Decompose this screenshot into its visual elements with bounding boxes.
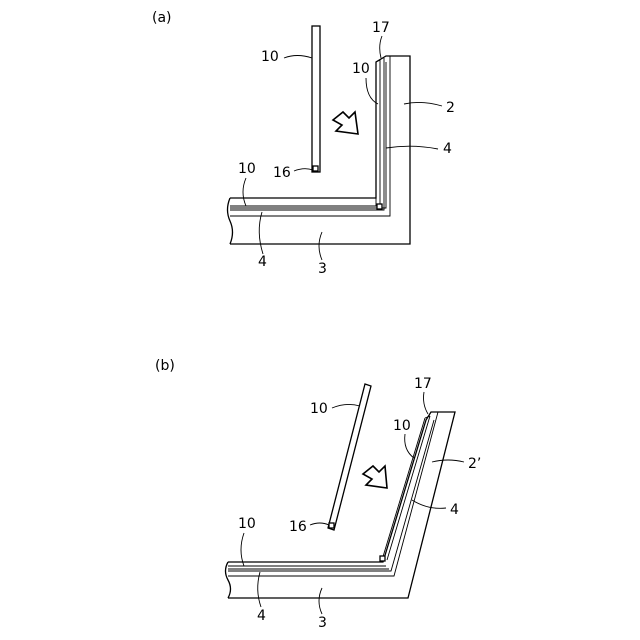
panel-b: (b) 10 17 10 2’ 4 16 10 4 [155, 358, 481, 631]
strip-b-horizontal [228, 566, 389, 569]
label-b-strip-mounted-v: 10 [393, 418, 411, 434]
leader-a-strip-mounted-h [243, 178, 246, 206]
label-b-groove-v: 4 [450, 502, 459, 518]
leader-b-strip-mounted-h [241, 533, 244, 566]
leader-a-end-17 [380, 36, 382, 58]
label-a-strip-mounted-h: 10 [238, 161, 256, 177]
strip-a-free [312, 26, 320, 172]
strip-b-free [328, 384, 371, 530]
frame-b-break [226, 562, 231, 598]
label-b-end-17: 17 [414, 376, 432, 392]
label-a-groove-v: 4 [443, 141, 452, 157]
label-a-groove-h: 4 [258, 254, 267, 270]
label-b-wall-3: 3 [318, 615, 327, 631]
insert-arrow-a [333, 112, 358, 134]
leader-b-wall-3 [319, 588, 322, 614]
leader-a-groove-v [386, 146, 438, 149]
leader-b-groove-v [412, 500, 446, 508]
leader-b-groove-h [258, 572, 261, 607]
panel-a-caption: (a) [152, 10, 172, 26]
label-b-groove-h: 4 [257, 608, 266, 624]
label-a-strip-free: 10 [261, 49, 279, 65]
panel-a: (a) 10 17 10 2 4 16 10 4 [152, 10, 455, 277]
leader-a-end-16 [294, 169, 313, 171]
label-a-end-16: 16 [273, 165, 291, 181]
label-b-strip-mounted-h: 10 [238, 516, 256, 532]
leader-a-wall-3 [319, 232, 322, 260]
end-marker-b-16 [329, 523, 334, 528]
leader-a-groove-h [259, 212, 263, 254]
groove-a-inner [230, 62, 386, 208]
panel-b-caption: (b) [155, 358, 175, 374]
leader-b-strip-free [332, 404, 360, 408]
label-a-wall-2: 2 [446, 100, 455, 116]
leader-b-wall-2 [432, 460, 464, 462]
leader-b-strip-mounted-v [405, 434, 414, 458]
strip-a-corner-marker [377, 204, 382, 209]
leader-b-end-17 [424, 392, 429, 414]
leader-a-strip-free [284, 56, 312, 59]
label-b-wall-2: 2’ [468, 456, 481, 472]
frame-a-break [228, 198, 233, 244]
label-a-wall-3: 3 [318, 261, 327, 277]
label-a-strip-mounted-v: 10 [352, 61, 370, 77]
leader-b-end-16 [310, 523, 329, 525]
strip-b-corner-marker [380, 556, 385, 561]
label-b-end-16: 16 [289, 519, 307, 535]
insert-arrow-b [363, 466, 387, 488]
label-b-strip-free: 10 [310, 401, 328, 417]
label-a-end-17: 17 [372, 20, 390, 36]
strip-a-horizontal [230, 58, 384, 210]
end-marker-a-16 [313, 166, 318, 171]
